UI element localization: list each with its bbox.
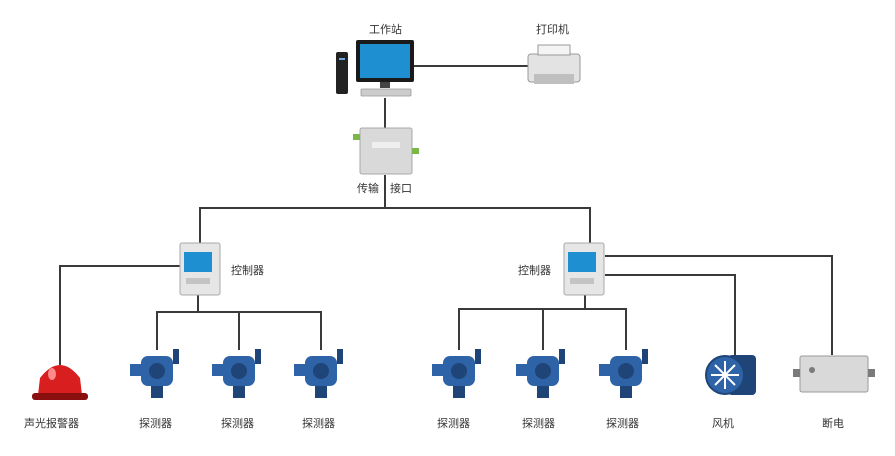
controller-right-label: 控制器 [518, 264, 551, 277]
cutoff-box [799, 355, 869, 393]
cutoff-screw [809, 367, 815, 373]
interface-label-plate [372, 142, 400, 148]
pc-tower-light [339, 58, 345, 60]
detector-icon-5 [516, 349, 565, 398]
interface-label: 传输 接口 [357, 182, 412, 195]
detector-icon-4 [432, 349, 481, 398]
detector-label-4: 探测器 [437, 417, 470, 430]
link-controller-cutoff [605, 255, 833, 355]
alarm-highlight [48, 368, 56, 380]
cutoff-gland-right [868, 369, 875, 377]
connection-lines [59, 65, 833, 365]
detector-icon-1 [130, 349, 179, 398]
controller-right-icon [563, 242, 605, 296]
alarm-icon [32, 365, 88, 400]
link-controller-left-alarm [59, 265, 182, 365]
detector-label-1: 探测器 [139, 417, 172, 430]
monitor-screen [360, 44, 410, 78]
printer-icon [527, 44, 581, 84]
fan-label: 风机 [712, 417, 734, 430]
detector-icon-2 [212, 349, 261, 398]
controller-left-label: 控制器 [231, 264, 264, 277]
bus-top [199, 207, 591, 245]
interface-box [359, 127, 413, 175]
controller-right-keys [570, 278, 594, 284]
monitor-stand [380, 82, 390, 88]
printer-tray [534, 74, 574, 84]
interface-connector-left [353, 134, 360, 140]
power-cutoff-icon [793, 355, 875, 393]
detector-icon-6 [599, 349, 648, 398]
link-controller-fan [605, 274, 736, 355]
alarm-base [32, 393, 88, 400]
power-cutoff-label: 断电 [822, 417, 844, 430]
alarm-label: 声光报警器 [24, 417, 79, 430]
controller-left-icon [179, 242, 221, 296]
interface-connector-right [412, 148, 419, 154]
detector-label-3: 探测器 [302, 417, 335, 430]
detector-label-2: 探测器 [221, 417, 254, 430]
pc-tower [336, 52, 348, 94]
detector-label-6: 探测器 [606, 417, 639, 430]
workstation-label: 工作站 [369, 23, 402, 36]
controller-right-screen [568, 252, 596, 272]
cutoff-gland-left [793, 369, 800, 377]
workstation-icon [336, 40, 414, 97]
controller-left-screen [184, 252, 212, 272]
alarm-dome [38, 365, 82, 395]
fan-blades [711, 361, 739, 389]
keyboard [360, 88, 412, 97]
controller-left-keys [186, 278, 210, 284]
printer-label: 打印机 [536, 23, 569, 36]
fan-icon [705, 355, 756, 395]
detector-icon-3 [294, 349, 343, 398]
printer-top [537, 44, 571, 56]
interface-box-icon [353, 127, 419, 175]
detector-label-5: 探测器 [522, 417, 555, 430]
